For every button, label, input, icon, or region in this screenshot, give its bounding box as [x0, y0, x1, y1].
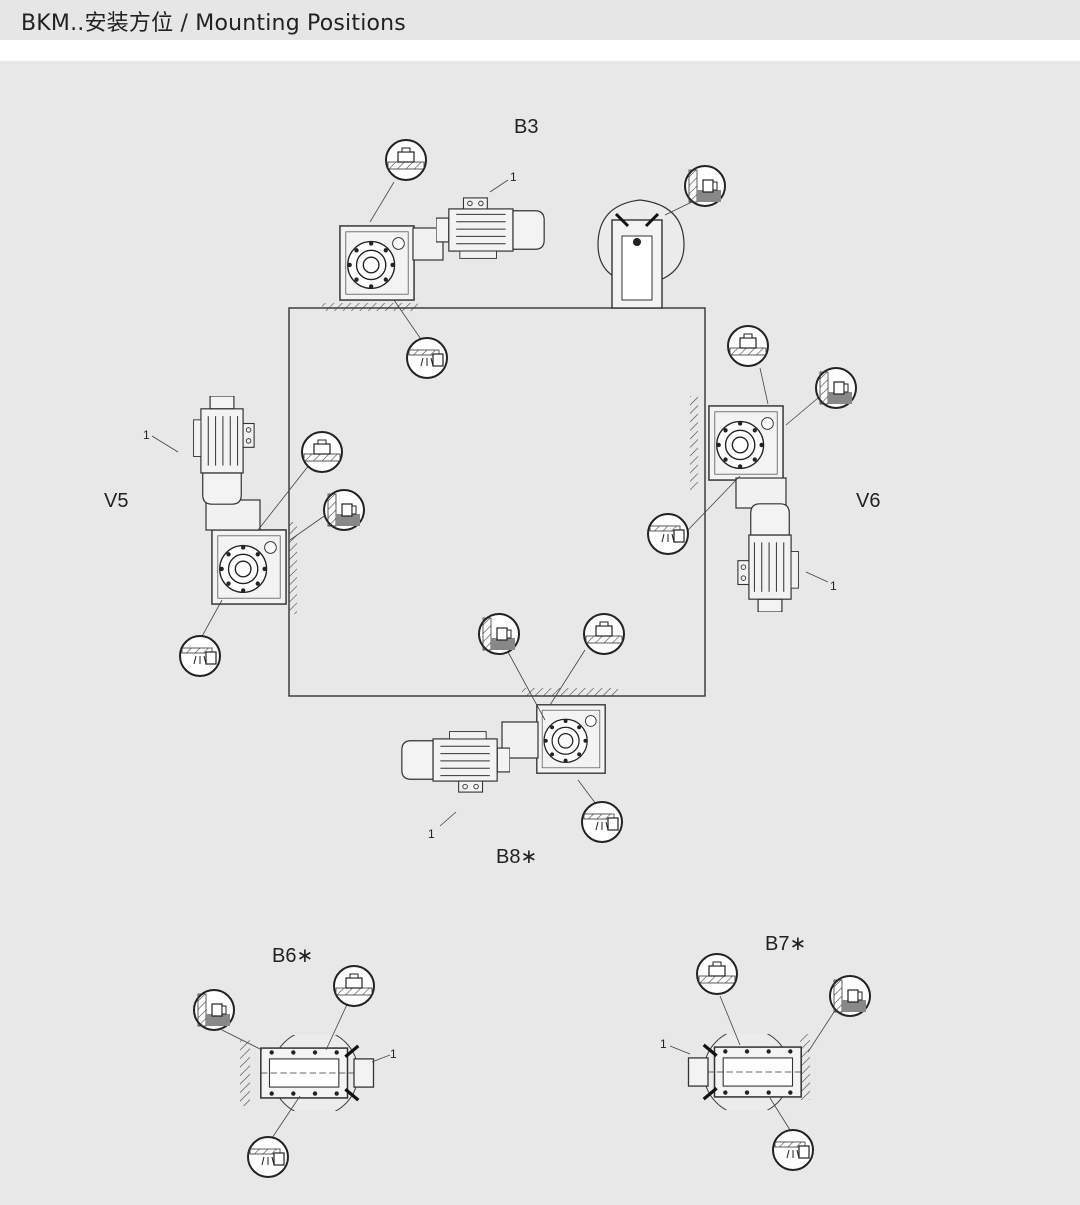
label-b7: B7∗ [765, 933, 806, 955]
drain-plug-icon [772, 1129, 814, 1171]
header-bar: BKM..安装方位 / Mounting Positions [0, 0, 1080, 40]
page-title: BKM..安装方位 / Mounting Positions [21, 11, 406, 36]
b7-unit [669, 995, 835, 1131]
vent-plug-icon [727, 325, 769, 367]
vent-plug-icon [385, 139, 427, 181]
label-b6: B6∗ [272, 945, 313, 967]
vent-plug-icon [301, 431, 343, 473]
vent-plug-icon [333, 965, 375, 1007]
b3-unit [322, 179, 701, 349]
diagram-panel [0, 61, 1080, 1205]
oil-level-icon [829, 975, 871, 1017]
mounting-frame [288, 307, 706, 697]
drain-plug-icon [179, 635, 221, 677]
b6-unit [221, 997, 391, 1139]
callout-1-b8: 1 [428, 827, 435, 841]
callout-1-v6: 1 [830, 579, 837, 593]
drain-plug-icon [647, 513, 689, 555]
label-v5: V5 [104, 490, 128, 512]
vent-plug-icon [696, 953, 738, 995]
v6-unit [687, 367, 829, 612]
v5-unit [151, 396, 331, 641]
callout-1-b7: 1 [660, 1037, 667, 1051]
callout-1-v5: 1 [143, 428, 150, 442]
oil-level-icon [815, 367, 857, 409]
oil-level-icon [478, 613, 520, 655]
drain-plug-icon [247, 1136, 289, 1178]
label-v6: V6 [856, 490, 880, 512]
label-b3: B3 [514, 116, 538, 138]
oil-level-icon [323, 489, 365, 531]
drain-plug-icon [581, 801, 623, 843]
vent-plug-icon [583, 613, 625, 655]
oil-level-icon [193, 989, 235, 1031]
oil-level-icon [684, 165, 726, 207]
label-b8: B8∗ [496, 846, 537, 868]
b8-unit [401, 649, 618, 827]
drain-plug-icon [406, 337, 448, 379]
callout-1-b6: 1 [390, 1047, 397, 1061]
callout-1-b3: 1 [510, 170, 517, 184]
